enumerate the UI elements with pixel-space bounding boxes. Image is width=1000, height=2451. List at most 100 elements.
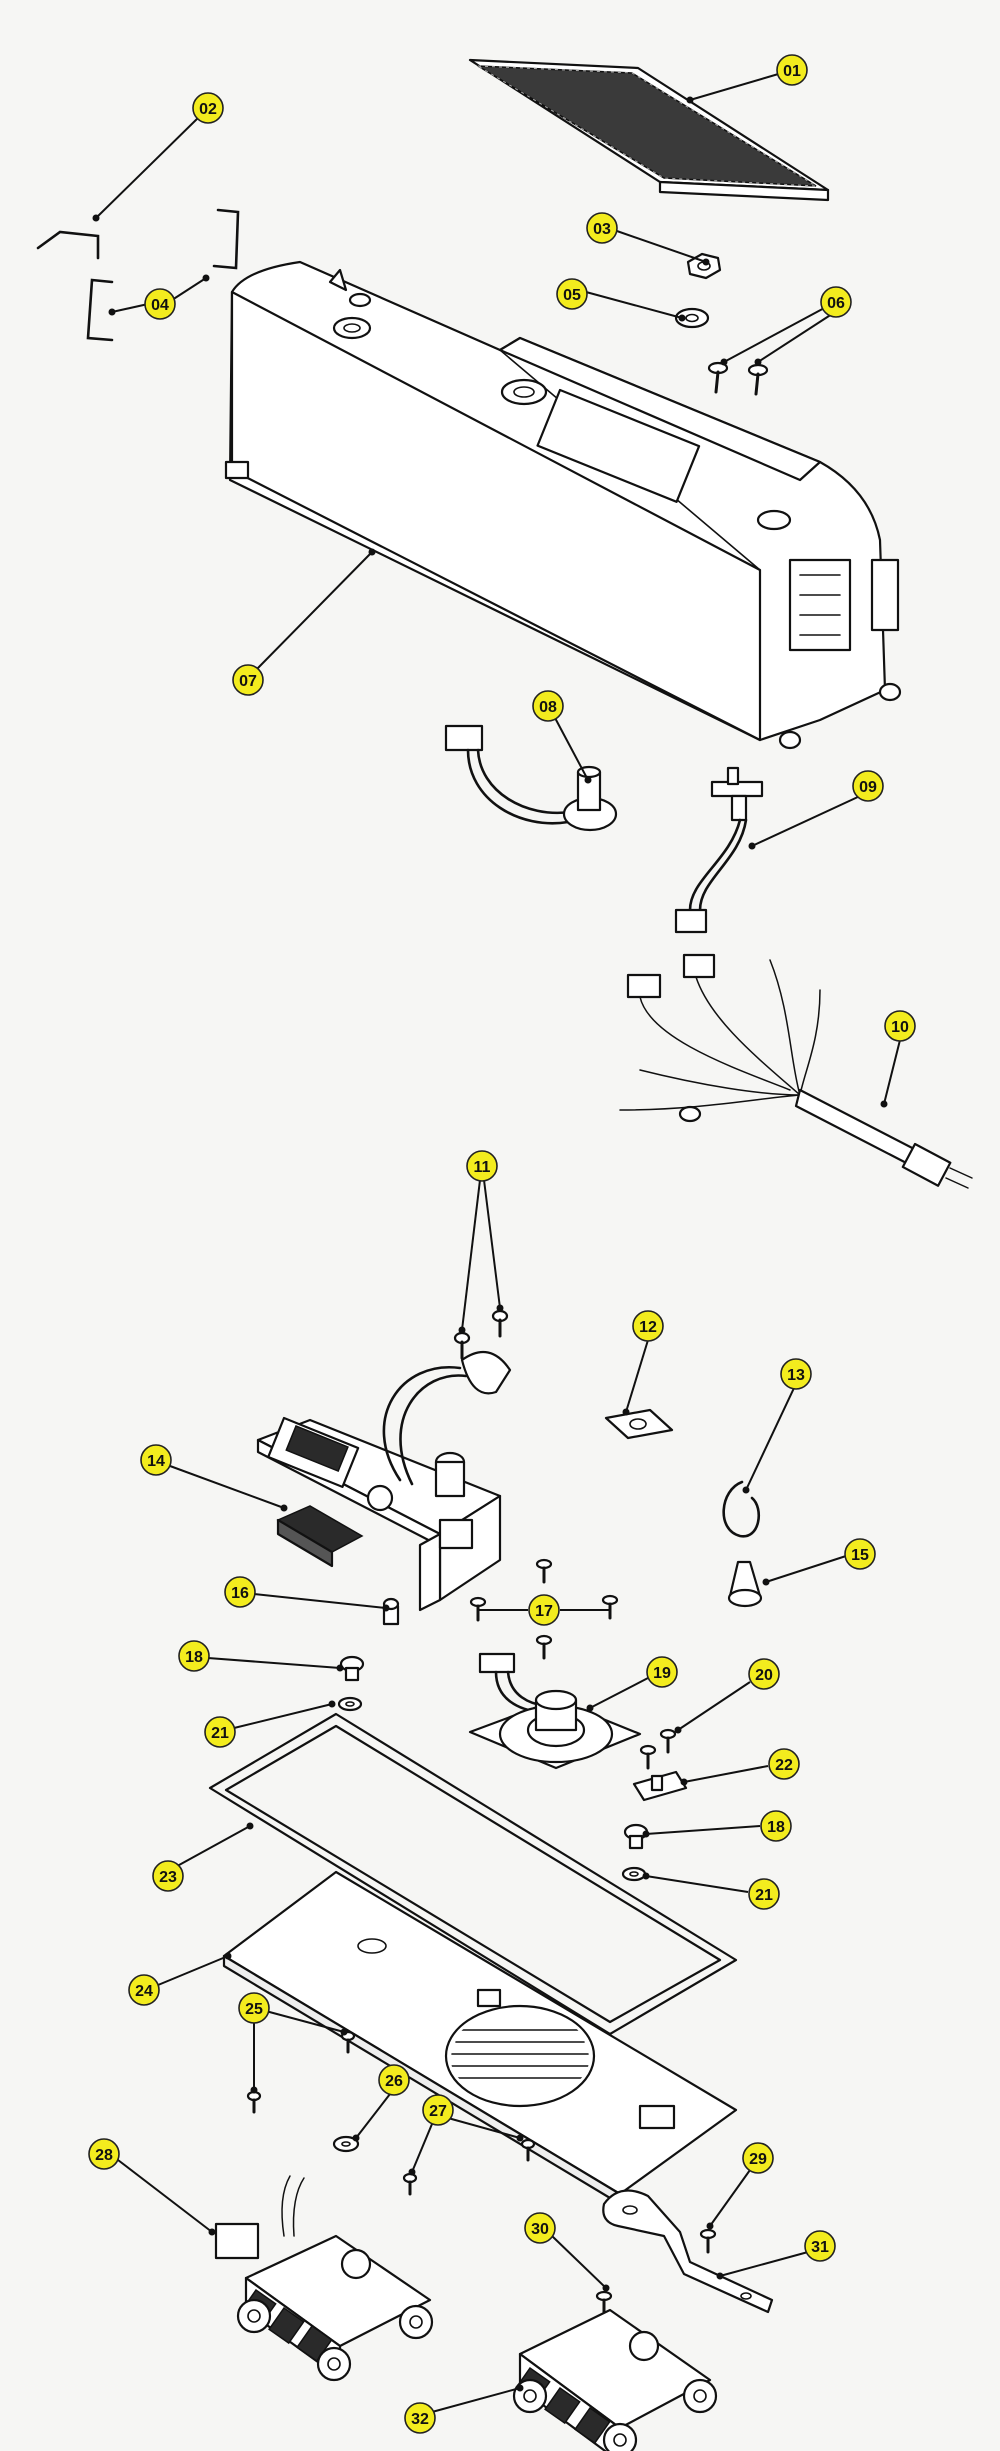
chassis-floor bbox=[222, 1870, 738, 2206]
svg-text:10: 10 bbox=[891, 1019, 909, 1036]
switch-harness bbox=[674, 766, 764, 934]
bracket-screws bbox=[639, 1728, 677, 1770]
callout-20: 20 bbox=[748, 1658, 780, 1690]
callout-14: 14 bbox=[140, 1444, 172, 1476]
callout-24: 24 bbox=[128, 1974, 160, 2006]
callout-32: 32 bbox=[404, 2402, 436, 2434]
svg-text:04: 04 bbox=[151, 297, 169, 314]
svg-text:18: 18 bbox=[767, 1819, 785, 1836]
svg-text:08: 08 bbox=[539, 699, 557, 716]
foam-pad bbox=[276, 1505, 364, 1568]
svg-text:28: 28 bbox=[95, 2147, 113, 2164]
pickup-screw bbox=[699, 2228, 717, 2254]
callout-12: 12 bbox=[632, 1310, 664, 1342]
callout-18b: 18 bbox=[760, 1810, 792, 1842]
mounting-plate bbox=[604, 1408, 674, 1440]
svg-text:31: 31 bbox=[811, 2239, 829, 2256]
svg-text:11: 11 bbox=[474, 1159, 491, 1176]
svg-text:14: 14 bbox=[147, 1453, 165, 1470]
wire-nut bbox=[727, 1560, 763, 1608]
callout-16: 16 bbox=[224, 1576, 256, 1608]
svg-text:17: 17 bbox=[535, 1603, 553, 1620]
callout-10: 10 bbox=[884, 1010, 916, 1042]
smoke-unit-harness bbox=[444, 724, 618, 832]
callout-01: 01 bbox=[776, 54, 808, 86]
svg-text:25: 25 bbox=[245, 2001, 263, 2018]
leader-lines bbox=[92, 69, 901, 2413]
svg-text:06: 06 bbox=[827, 295, 845, 312]
callout-23: 23 bbox=[152, 1860, 184, 1892]
truck-washers bbox=[337, 1696, 647, 1882]
callout-19: 19 bbox=[646, 1656, 678, 1688]
tether-cable bbox=[619, 953, 973, 1189]
callout-04: 04 bbox=[144, 288, 176, 320]
callout-18a: 18 bbox=[178, 1640, 210, 1672]
svg-text:21: 21 bbox=[755, 1887, 773, 1904]
tender-shell bbox=[224, 260, 902, 750]
retaining-clip bbox=[722, 1480, 760, 1538]
svg-text:30: 30 bbox=[531, 2221, 549, 2238]
svg-text:26: 26 bbox=[385, 2073, 403, 2090]
svg-text:01: 01 bbox=[783, 63, 801, 80]
callout-31: 31 bbox=[804, 2230, 836, 2262]
speaker-screws bbox=[469, 1558, 619, 1660]
speaker bbox=[468, 1652, 642, 1770]
svg-text:13: 13 bbox=[787, 1367, 805, 1384]
svg-text:23: 23 bbox=[159, 1869, 177, 1886]
floor-washer bbox=[332, 2135, 360, 2153]
svg-text:20: 20 bbox=[755, 1667, 773, 1684]
pivot-screws bbox=[339, 1655, 649, 1850]
svg-text:03: 03 bbox=[593, 221, 611, 238]
svg-text:02: 02 bbox=[199, 101, 217, 118]
svg-text:29: 29 bbox=[749, 2151, 767, 2168]
svg-text:32: 32 bbox=[411, 2411, 429, 2428]
svg-text:19: 19 bbox=[653, 1665, 671, 1682]
svg-text:05: 05 bbox=[563, 287, 581, 304]
gasket-frame bbox=[208, 1712, 738, 2036]
callout-17: 17 bbox=[528, 1594, 560, 1626]
callout-02: 02 bbox=[192, 92, 224, 124]
callout-09: 09 bbox=[852, 770, 884, 802]
svg-text:09: 09 bbox=[859, 779, 877, 796]
coupler-bracket bbox=[632, 1770, 688, 1802]
callout-05: 05 bbox=[556, 278, 588, 310]
callout-08: 08 bbox=[532, 690, 564, 722]
truck-screw bbox=[595, 2290, 613, 2316]
callout-29: 29 bbox=[742, 2142, 774, 2174]
callout-07: 07 bbox=[232, 664, 264, 696]
front-truck-with-coupler bbox=[214, 2175, 434, 2382]
chassis-screws bbox=[246, 2030, 536, 2196]
sound-board-assembly bbox=[256, 1350, 512, 1612]
board-screws bbox=[453, 1309, 509, 1360]
svg-text:27: 27 bbox=[429, 2103, 447, 2120]
grab-iron-parts bbox=[36, 208, 240, 342]
callout-27: 27 bbox=[422, 2094, 454, 2126]
svg-text:24: 24 bbox=[135, 1983, 153, 2000]
svg-text:16: 16 bbox=[231, 1585, 249, 1602]
pickup-arm bbox=[602, 2189, 774, 2314]
svg-text:15: 15 bbox=[851, 1547, 869, 1564]
washer bbox=[674, 307, 710, 329]
rear-truck bbox=[512, 2308, 718, 2451]
callout-03: 03 bbox=[586, 212, 618, 244]
speaker-grille-mesh bbox=[468, 58, 830, 202]
callout-06: 06 bbox=[820, 286, 852, 318]
svg-text:22: 22 bbox=[775, 1757, 793, 1774]
callout-26: 26 bbox=[378, 2064, 410, 2096]
callout-badges: 01 02 03 04 05 06 07 08 09 10 11 12 13 1… bbox=[88, 54, 916, 2434]
svg-text:21: 21 bbox=[211, 1725, 229, 1742]
callout-22: 22 bbox=[768, 1748, 800, 1780]
screw-pair-top bbox=[707, 361, 769, 396]
svg-text:18: 18 bbox=[185, 1649, 203, 1666]
callout-13: 13 bbox=[780, 1358, 812, 1390]
callout-30: 30 bbox=[524, 2212, 556, 2244]
callout-21a: 21 bbox=[204, 1716, 236, 1748]
callout-11: 11 bbox=[466, 1150, 498, 1182]
callout-21b: 21 bbox=[748, 1878, 780, 1910]
bulb bbox=[382, 1597, 400, 1626]
callout-25: 25 bbox=[238, 1992, 270, 2024]
callout-28: 28 bbox=[88, 2138, 120, 2170]
callout-15: 15 bbox=[844, 1538, 876, 1570]
svg-text:12: 12 bbox=[639, 1319, 657, 1336]
